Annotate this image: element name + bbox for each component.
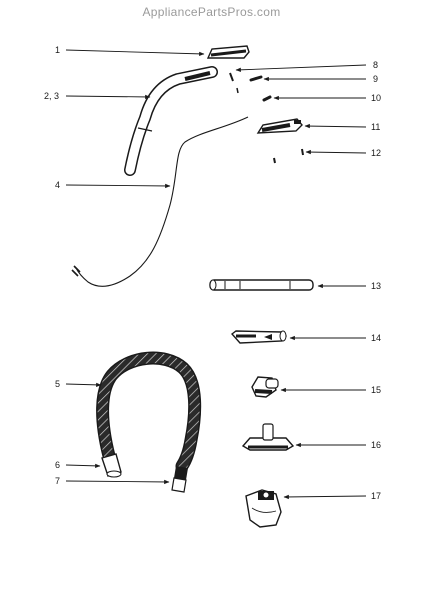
callout-13: 13: [371, 281, 381, 291]
callout-12: 12: [371, 148, 381, 158]
part-9-clip: [249, 75, 263, 82]
watermark: AppliancePartsPros.com: [142, 5, 281, 19]
part-12-screws: [273, 148, 304, 164]
part-14-crevice-tool: [230, 330, 287, 344]
part-11-switch: [256, 118, 303, 134]
callout-7: 7: [55, 476, 60, 486]
part-2-3-handle-wand: [124, 66, 218, 176]
part-6-hose-cuff: [101, 453, 122, 478]
leader-lines: [65, 49, 367, 500]
callout-4: 4: [55, 180, 60, 190]
callout-15: 15: [371, 385, 381, 395]
part-16-upholstery-tool: [241, 423, 295, 451]
part-5-hose: [96, 351, 202, 473]
part-1-handle-cover: [206, 45, 250, 59]
part-10-screw: [262, 95, 272, 102]
part-8-pin: [229, 72, 239, 94]
callout-14: 14: [371, 333, 381, 343]
callout-11: 11: [371, 122, 380, 132]
part-4-cord: [71, 116, 249, 287]
callout-9: 9: [373, 74, 378, 84]
callout-16: 16: [371, 440, 381, 450]
callout-10: 10: [371, 93, 381, 103]
callout-6: 6: [55, 460, 60, 470]
part-15-dusting-brush: [251, 376, 279, 398]
callout-5: 5: [55, 379, 60, 389]
callout-17: 17: [371, 491, 381, 501]
callout-2-3: 2, 3: [44, 91, 59, 101]
callout-1: 1: [55, 45, 60, 55]
part-17-bag: [245, 489, 282, 528]
callout-8: 8: [373, 60, 378, 70]
part-13-extension-wand: [209, 279, 314, 291]
part-7-hose-end: [171, 466, 188, 493]
callout-labels: 1 2, 3 4 5 6 7 8 9 10 11 12 13 14 15 16 …: [44, 45, 381, 501]
